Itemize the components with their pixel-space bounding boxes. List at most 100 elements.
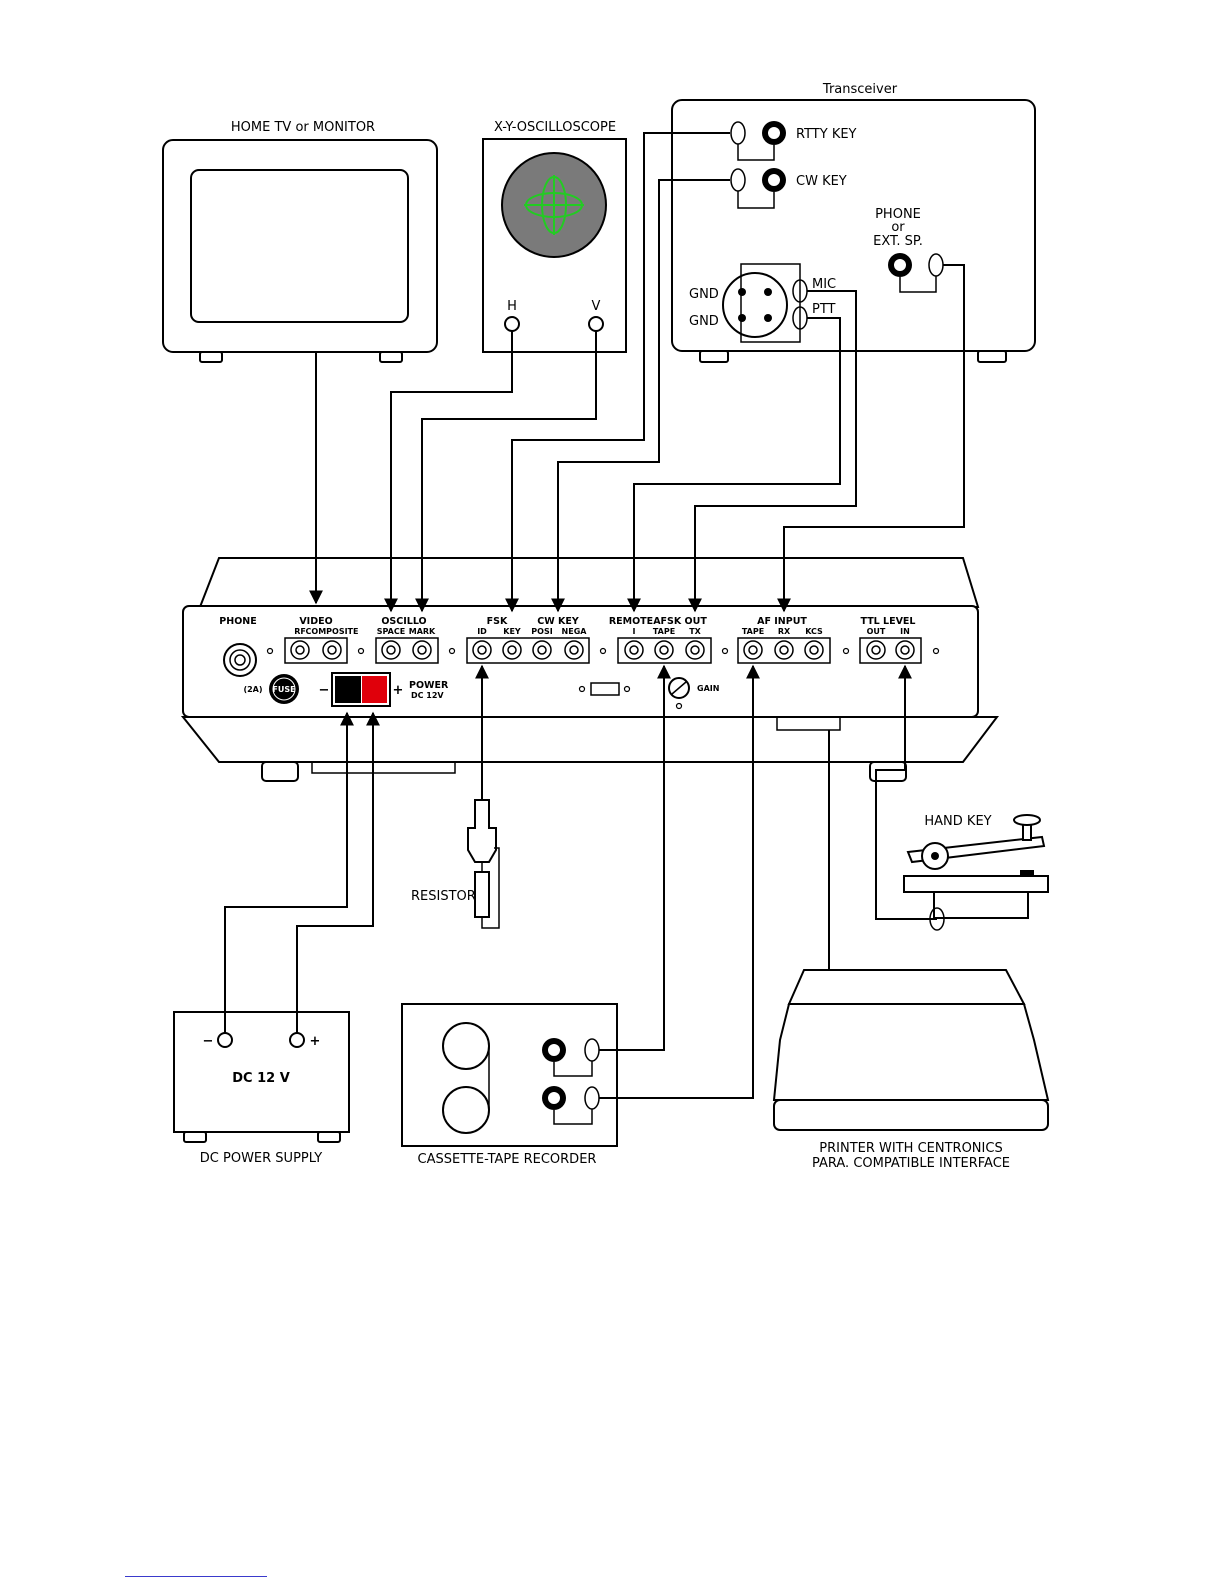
- phone-label-1: PHONE: [875, 207, 921, 222]
- mic-label: MIC: [812, 277, 836, 292]
- hand-key-knob: [1013, 814, 1041, 826]
- power-minus: −: [319, 683, 330, 698]
- panel-slot: [590, 682, 620, 696]
- printer-body: [772, 1003, 1050, 1101]
- printer: PRINTER WITH CENTRONICS PARA. COMPATIBLE…: [772, 969, 1050, 1171]
- cassette-label: CASSETTE-TAPE RECORDER: [418, 1152, 597, 1167]
- fuse-rating: (2A): [243, 685, 262, 694]
- ptt-label: PTT: [812, 302, 836, 317]
- cassette-recorder: CASSETTE-TAPE RECORDER: [401, 1003, 618, 1167]
- sub-nega: NEGA: [562, 627, 588, 636]
- sub-kcs: KCS: [805, 627, 823, 636]
- sub-rf: RF: [294, 627, 306, 636]
- af-input-jacks: [737, 637, 831, 664]
- printer-label-2: PARA. COMPATIBLE INTERFACE: [812, 1156, 1010, 1171]
- sub-posi: POSI: [531, 627, 552, 636]
- wire-ptt: [627, 317, 841, 613]
- dc-supply-box: [173, 1011, 350, 1133]
- sub-in: IN: [900, 627, 910, 636]
- video-label: VIDEO: [299, 616, 332, 627]
- mic-connector: [722, 272, 788, 338]
- printer-label-1: PRINTER WITH CENTRONICS: [819, 1141, 1002, 1156]
- tv-monitor: HOME TV or MONITOR: [162, 120, 438, 363]
- fsk-label: FSK: [487, 616, 508, 627]
- dc-minus-label: −: [203, 1034, 214, 1049]
- sub-out: OUT: [867, 627, 886, 636]
- sub-remote-i: I: [633, 627, 636, 636]
- remote-afsk-jacks: [617, 637, 712, 664]
- scope-v-jack: [588, 316, 604, 332]
- resistor: RESISTOR: [411, 799, 500, 929]
- remote-label: REMOTE: [609, 616, 653, 627]
- scope-v-label: V: [592, 299, 601, 314]
- sub-af-tape: TAPE: [742, 627, 764, 636]
- resistor-plug: [467, 799, 497, 863]
- hand-key: HAND KEY: [903, 814, 1049, 931]
- tv-foot-left: [199, 351, 223, 363]
- tv-label: HOME TV or MONITOR: [231, 120, 375, 135]
- dc-power-supply: − + DC 12 V DC POWER SUPPLY: [173, 1011, 350, 1166]
- phone-label-3: EXT. SP.: [873, 234, 923, 249]
- dc-plus-terminal: [289, 1032, 305, 1048]
- resistor-body: [474, 871, 490, 918]
- cw-key-group-label: CW KEY: [537, 616, 579, 627]
- wire-phone: [777, 264, 965, 613]
- af-input-label: AF INPUT: [757, 616, 807, 627]
- video-jacks: [284, 637, 348, 664]
- gnd-label-1: GND: [689, 287, 719, 302]
- oscillo-label: OSCILLO: [381, 616, 426, 627]
- dc-minus-terminal: [217, 1032, 233, 1048]
- hand-key-label: HAND KEY: [924, 814, 991, 829]
- wire-cassette-out: [599, 664, 671, 1051]
- gnd-label-2: GND: [689, 314, 719, 329]
- power-plus: +: [393, 683, 404, 698]
- oscillo-jacks: [375, 637, 439, 664]
- cw-key-label: CW KEY: [796, 174, 847, 189]
- footer-rule: [125, 1576, 267, 1577]
- power-sub-label: DC 12V: [411, 691, 444, 700]
- panel-phone-label: PHONE: [219, 616, 256, 627]
- fsk-cw-jacks: [466, 637, 590, 664]
- transceiver-label: Transceiver: [822, 82, 898, 97]
- panel-phone-jack: [223, 643, 257, 677]
- wires: [224, 132, 965, 1099]
- wire-power-minus: [224, 711, 354, 1033]
- wire-cassette-in: [599, 664, 760, 1099]
- fuse-label: FUSE: [272, 685, 295, 694]
- oscilloscope: X-Y-OSCILLOSCOPE H V: [482, 120, 627, 353]
- sub-afsk-tape: TAPE: [653, 627, 675, 636]
- power-label: POWER: [409, 680, 449, 691]
- sub-mark: MARK: [409, 627, 436, 636]
- wire-power-plus: [296, 711, 380, 1033]
- rtty-key-label: RTTY KEY: [796, 127, 857, 142]
- scope-h-label: H: [507, 299, 517, 314]
- cassette-box: [401, 1003, 618, 1147]
- ttl-jacks: [859, 637, 922, 664]
- cassette-reel-top: [442, 1022, 490, 1070]
- tv-foot-right: [379, 351, 403, 363]
- dc-plus-label: +: [310, 1034, 321, 1049]
- transceiver: Transceiver RTTY KEY CW KEY PHONE or EXT…: [671, 82, 1036, 363]
- afsk-out-label: AFSK OUT: [653, 616, 707, 627]
- sub-rx: RX: [778, 627, 791, 636]
- wire-hand-key: [875, 664, 937, 920]
- sub-tx: TX: [689, 627, 701, 636]
- sub-space: SPACE: [377, 627, 405, 636]
- sub-id: ID: [477, 627, 487, 636]
- cassette-reel-bottom: [442, 1086, 490, 1134]
- resistor-label: RESISTOR: [411, 889, 476, 904]
- sub-composite: COMPOSITE: [306, 627, 359, 636]
- sub-key: KEY: [503, 627, 521, 636]
- phone-label-2: or: [891, 220, 905, 235]
- wire-mic: [688, 290, 857, 613]
- dc-supply-value: DC 12 V: [232, 1071, 290, 1086]
- dc-supply-label: DC POWER SUPPLY: [200, 1151, 322, 1166]
- wire-rtty-key: [505, 132, 730, 613]
- wire-scope-h: [384, 331, 513, 613]
- wire-cw-key: [551, 179, 730, 613]
- ttl-level-label: TTL LEVEL: [861, 616, 916, 627]
- gain-label: GAIN: [697, 684, 719, 693]
- oscilloscope-label: X-Y-OSCILLOSCOPE: [494, 120, 616, 135]
- scope-h-jack: [504, 316, 520, 332]
